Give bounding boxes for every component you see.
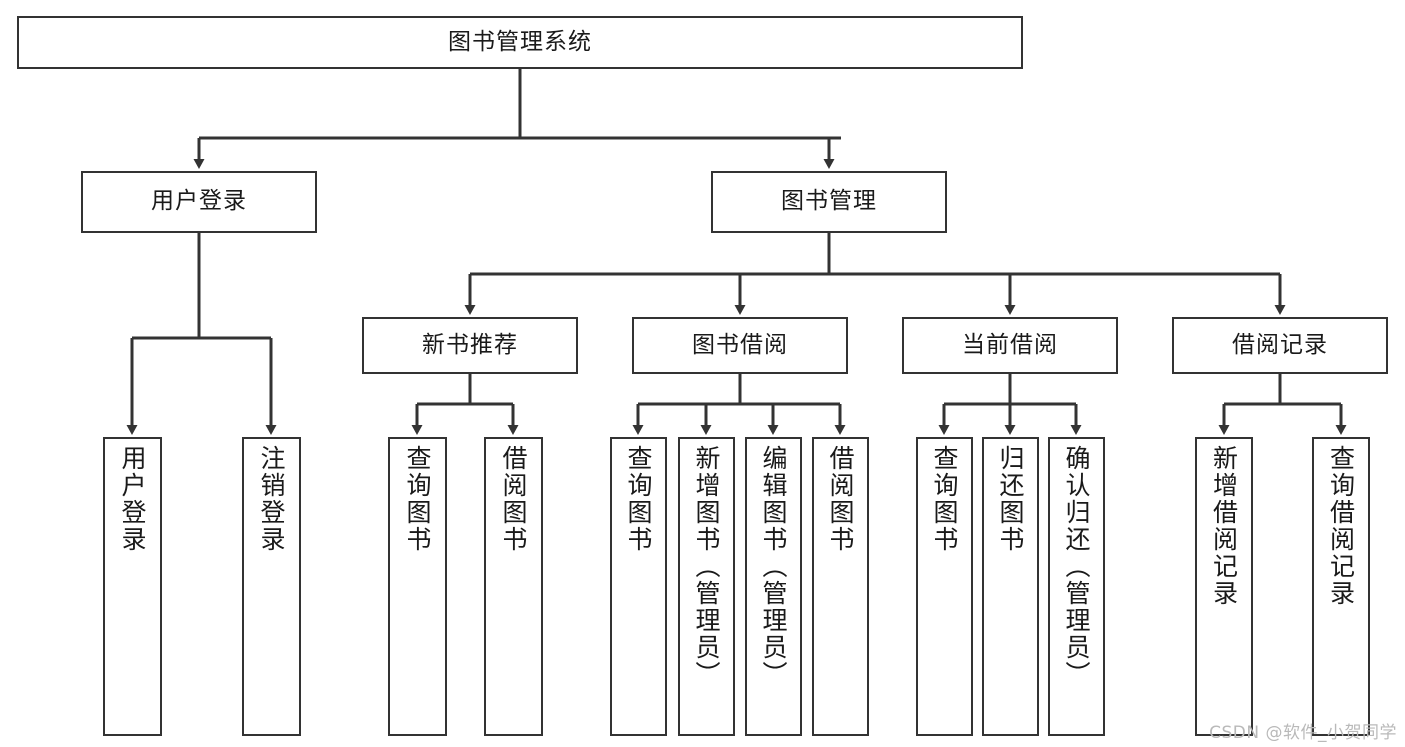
node-leaf-return-book[interactable]: 归还图书 (982, 437, 1039, 736)
node-label: 用户登录 (118, 445, 147, 553)
node-leaf-borrow-book-2[interactable]: 借阅图书 (812, 437, 869, 736)
node-label: 查询图书 (930, 445, 959, 553)
node-new-book-rec[interactable]: 新书推荐 (362, 317, 578, 374)
node-leaf-add-book[interactable]: 新增图书（管理员） (678, 437, 735, 736)
node-label: 编辑图书（管理员） (759, 445, 788, 688)
node-leaf-query-book-3[interactable]: 查询图书 (916, 437, 973, 736)
node-book-manage[interactable]: 图书管理 (711, 171, 947, 233)
node-leaf-confirm-return[interactable]: 确认归还（管理员） (1048, 437, 1105, 736)
node-label: 借阅图书 (826, 445, 855, 553)
node-label: 查询借阅记录 (1326, 445, 1356, 607)
node-label: 图书管理系统 (448, 28, 592, 55)
node-label: 查询图书 (403, 445, 432, 553)
watermark: CSDN @软件_小贺同学 (1209, 723, 1397, 743)
node-label: 新增借阅记录 (1209, 445, 1239, 607)
node-label: 用户登录 (151, 188, 247, 215)
node-label: 确认归还（管理员） (1062, 445, 1091, 688)
node-label: 图书借阅 (692, 331, 788, 358)
node-leaf-query-record[interactable]: 查询借阅记录 (1312, 437, 1370, 736)
node-label: 新书推荐 (422, 331, 518, 358)
node-user-login[interactable]: 用户登录 (81, 171, 317, 233)
node-label: 归还图书 (996, 445, 1025, 553)
node-leaf-user-login[interactable]: 用户登录 (103, 437, 162, 736)
node-leaf-edit-book[interactable]: 编辑图书（管理员） (745, 437, 802, 736)
node-label: 借阅记录 (1232, 331, 1328, 358)
node-label: 新增图书（管理员） (692, 445, 721, 688)
node-label: 借阅图书 (499, 445, 528, 553)
node-label: 图书管理 (781, 188, 877, 215)
node-label: 查询图书 (624, 445, 653, 553)
node-label: 注销登录 (257, 445, 286, 553)
node-leaf-query-book-2[interactable]: 查询图书 (610, 437, 667, 736)
node-leaf-logout[interactable]: 注销登录 (242, 437, 301, 736)
node-book-borrow[interactable]: 图书借阅 (632, 317, 848, 374)
node-label: 当前借阅 (962, 331, 1058, 358)
node-current-borrow[interactable]: 当前借阅 (902, 317, 1118, 374)
node-leaf-borrow-book-1[interactable]: 借阅图书 (484, 437, 543, 736)
node-borrow-record[interactable]: 借阅记录 (1172, 317, 1388, 374)
node-leaf-query-book-1[interactable]: 查询图书 (388, 437, 447, 736)
node-root[interactable]: 图书管理系统 (17, 16, 1023, 69)
node-leaf-add-record[interactable]: 新增借阅记录 (1195, 437, 1253, 736)
